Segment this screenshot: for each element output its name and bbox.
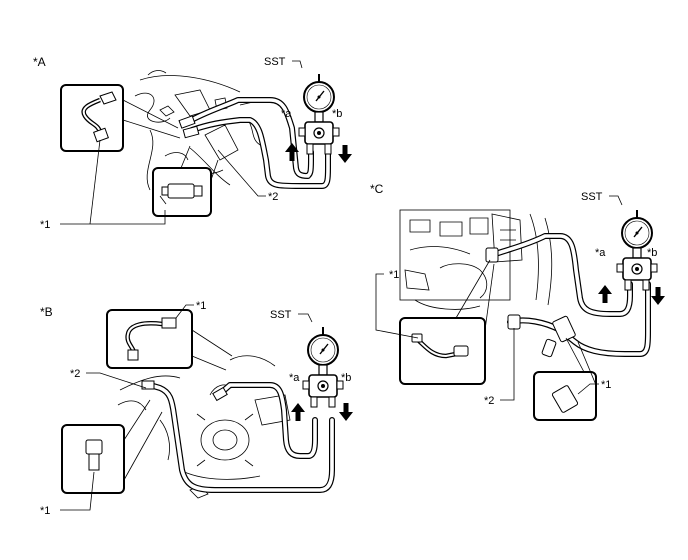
view-a-title: *A xyxy=(33,55,46,69)
view-c-arrow-down-icon xyxy=(651,287,665,305)
view-c-hoses xyxy=(485,233,651,358)
view-b-sst-label: SST xyxy=(270,309,292,321)
view-b-gauge-manifold xyxy=(302,326,344,408)
view-c-callout-1-left: *1 xyxy=(389,269,399,281)
view-c-title: *C xyxy=(370,182,384,196)
view-a-inset-top xyxy=(60,84,181,152)
view-a: *A SST xyxy=(33,55,352,231)
view-c-engine-sketch xyxy=(399,209,553,310)
view-c: *C SST *a *b xyxy=(370,182,665,421)
view-a-port-a: *a xyxy=(281,108,292,120)
view-b-arrow-up-icon xyxy=(291,403,305,421)
view-c-inset-right xyxy=(533,337,597,421)
view-a-hoses xyxy=(178,97,331,189)
view-b-callout-1-top: *1 xyxy=(196,300,206,312)
view-b-engine-sketch xyxy=(117,355,291,499)
view-a-callout-1: *1 xyxy=(40,219,50,231)
view-c-arrow-up-icon xyxy=(598,285,612,303)
view-a-port-b: *b xyxy=(332,108,342,120)
view-b: *B SST *a *b xyxy=(40,300,353,517)
view-b-inset-bottom xyxy=(61,399,163,494)
view-b-title: *B xyxy=(40,305,53,319)
view-b-arrow-down-icon xyxy=(339,403,353,421)
view-b-inset-top xyxy=(106,309,233,371)
view-b-hoses xyxy=(141,380,335,493)
view-a-callout-2: *2 xyxy=(268,191,278,203)
view-a-inset-bottom xyxy=(152,145,219,217)
view-c-callout-2: *2 xyxy=(484,395,494,407)
view-c-port-b: *b xyxy=(647,247,657,259)
view-c-port-a: *a xyxy=(595,247,606,259)
view-a-sst-label: SST xyxy=(264,56,286,68)
view-b-port-a: *a xyxy=(289,372,300,384)
view-a-arrow-down-icon xyxy=(338,145,352,163)
view-b-callout-1-bottom: *1 xyxy=(40,505,50,517)
view-c-sst-label: SST xyxy=(581,191,603,203)
view-b-port-b: *b xyxy=(341,372,351,384)
view-c-inset-left xyxy=(399,259,495,385)
view-b-callout-2: *2 xyxy=(70,368,80,380)
view-c-callout-1-right: *1 xyxy=(601,379,611,391)
